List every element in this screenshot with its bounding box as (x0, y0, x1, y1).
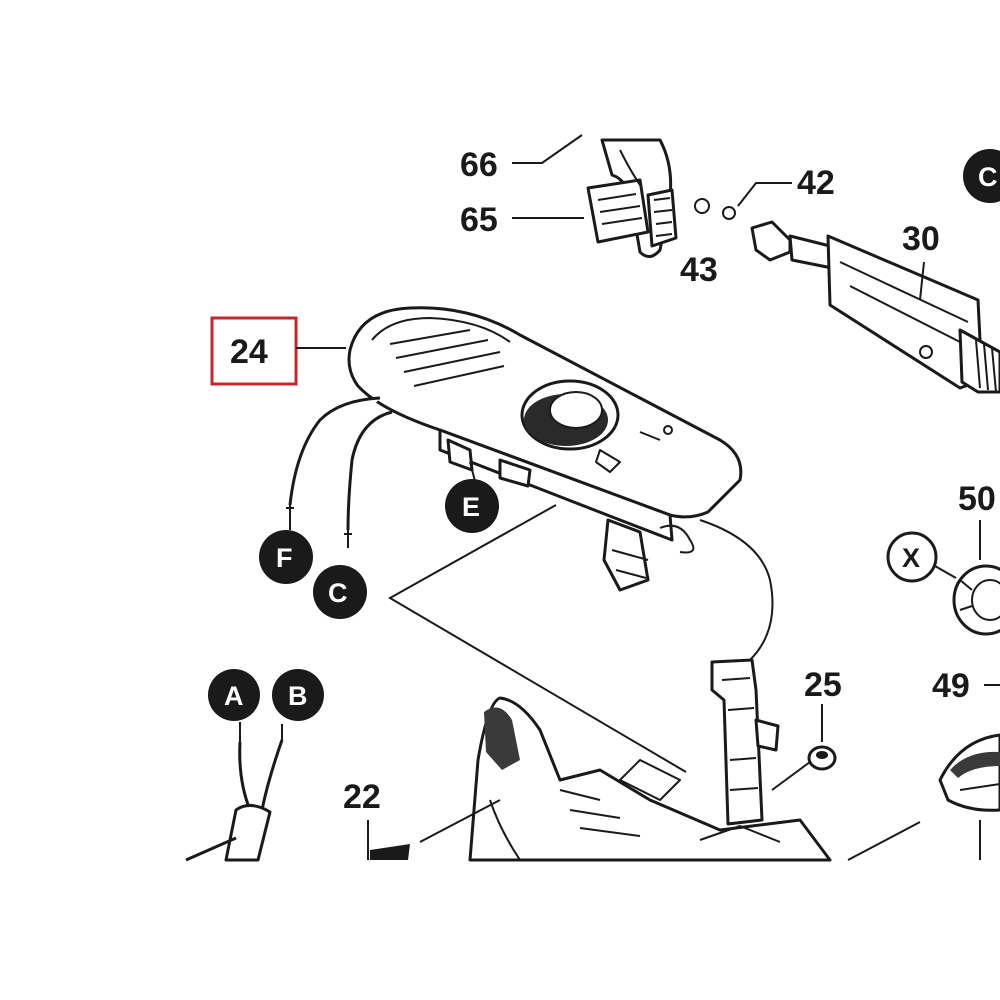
marker-c-top: C (963, 149, 1000, 203)
leader-42 (737, 182, 792, 207)
fan-part (938, 733, 1000, 812)
label-22: 22 (343, 778, 381, 816)
svg-text:C: C (978, 162, 998, 192)
label-24: 24 (230, 333, 268, 371)
svg-text:F: F (276, 543, 293, 573)
label-50: 50 (958, 480, 996, 518)
label-49: 49 (932, 667, 970, 705)
label-42: 42 (797, 164, 835, 202)
svg-text:X: X (902, 543, 920, 573)
marker-c: C (313, 565, 367, 619)
marker-x: X (886, 531, 938, 583)
marker-f: F (259, 530, 313, 584)
svg-text:C: C (328, 578, 348, 608)
svg-text:A: A (224, 681, 244, 711)
leader-66 (512, 134, 583, 164)
label-30: 30 (902, 220, 940, 258)
nut-25 (807, 745, 837, 771)
washer-43 (694, 198, 710, 214)
motor-housing-part (370, 696, 832, 862)
marker-e: E (445, 479, 499, 533)
assembly-guide-line (387, 504, 687, 773)
connector-wire (699, 519, 774, 681)
label-25: 25 (804, 666, 842, 704)
marker-a: A (208, 669, 260, 721)
clip-42 (722, 206, 736, 220)
armature-shaft-part (750, 220, 1000, 394)
cable-sheath (224, 804, 272, 862)
marker-b: B (272, 669, 324, 721)
svg-text:B: B (288, 681, 308, 711)
label-66: 66 (460, 146, 498, 184)
wire-c (346, 410, 393, 531)
wire-f (288, 396, 381, 506)
bearing-ring-part (952, 564, 1000, 636)
leader-30 (919, 261, 925, 301)
label-43: 43 (680, 251, 718, 289)
svg-text:E: E (462, 492, 480, 522)
brush-holder-part (586, 138, 678, 258)
highlight-box-24 (210, 316, 298, 386)
switch-cover-part (347, 306, 743, 592)
connector-terminal-part (710, 658, 780, 826)
label-65: 65 (460, 201, 498, 239)
